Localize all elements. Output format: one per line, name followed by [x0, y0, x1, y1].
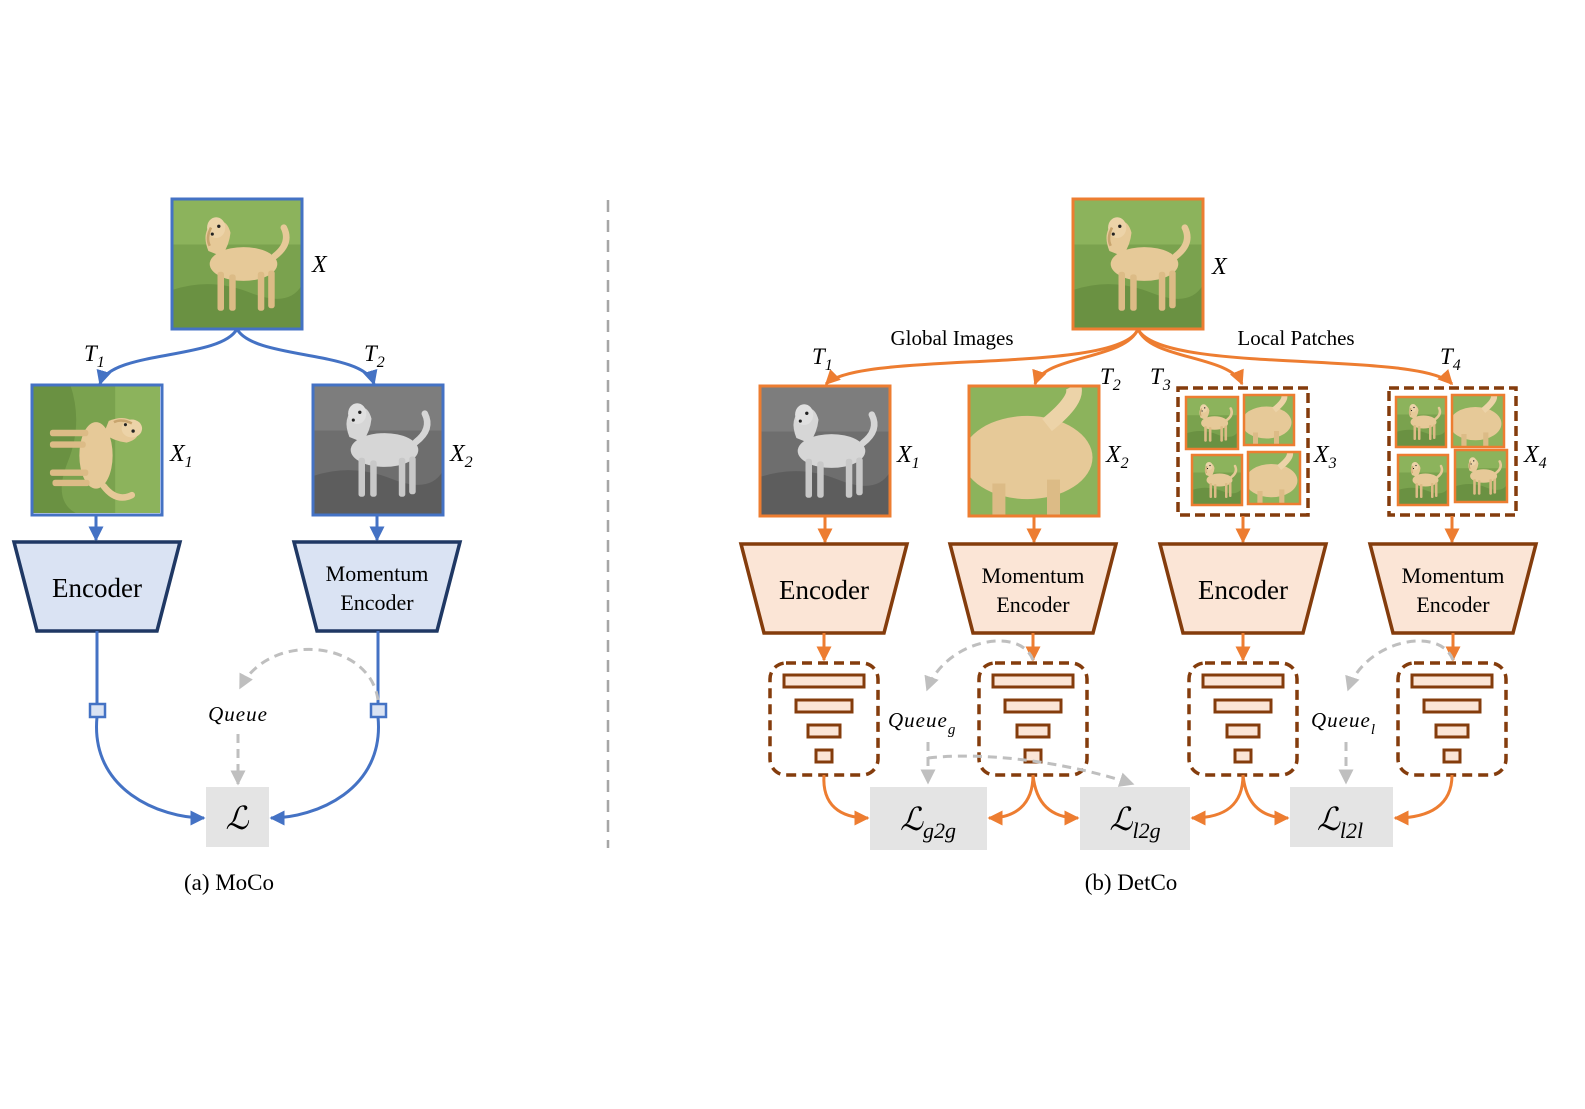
- detco-loss-l2g-symbol: ℒl2g: [1109, 801, 1160, 843]
- moco-key-feature: [369, 702, 388, 719]
- detco-encoder-1-shape: [738, 542, 910, 635]
- detco-encoder-4-label-1: Momentum: [1402, 563, 1505, 588]
- detco-local-patches-label: Local Patches: [1237, 326, 1354, 350]
- detco-global-images-label: Global Images: [890, 326, 1013, 350]
- moco-input-image: [170, 197, 304, 331]
- detco-p2-to-g2g-arrow: [987, 774, 1035, 826]
- moco-caption: (a) MoCo: [184, 870, 274, 895]
- detco-encoder-3-shape: [1157, 542, 1329, 635]
- detco-view-x3-label: X3: [1313, 442, 1337, 472]
- detco-caption: (b) DetCo: [1085, 870, 1178, 895]
- detco-queue-g-to-l2g-arrow: [927, 754, 1135, 787]
- moco-momentum-encoder-label-1: Momentum: [326, 561, 429, 586]
- detco-loss-l2l-symbol: ℒl2l: [1317, 801, 1363, 843]
- detco-encoder-3-label: Encoder: [1198, 575, 1288, 605]
- moco-queue-arrow: [238, 647, 380, 701]
- moco-view-x1-label: X1: [169, 441, 193, 471]
- moco-momentum-encoder-label-2: Encoder: [340, 590, 414, 615]
- svg-text:T1: T1: [84, 341, 105, 371]
- detco-panel: X Global Images Local Patches T1 T2 T3 T…: [738, 197, 1547, 895]
- detco-view-x3-patches: [1176, 386, 1310, 517]
- detco-loss-l2g-box: [1080, 787, 1190, 850]
- detco-input-label: X: [1211, 254, 1228, 280]
- detco-t1-label: T1: [812, 344, 833, 374]
- detco-p3-to-l2g-arrow: [1190, 774, 1245, 826]
- detco-loss-l2l-box: [1290, 787, 1393, 847]
- detco-feature-pyramid-1: [768, 661, 880, 777]
- detco-view-x4-label: X4: [1523, 442, 1547, 472]
- detco-input-image: [1071, 197, 1205, 331]
- detco-encoder-4-shape: [1367, 542, 1539, 635]
- detco-view-x2-label: X2: [1105, 442, 1129, 472]
- detco-view-x1-image: [758, 384, 892, 518]
- moco-queue-label: Queue: [208, 702, 268, 726]
- detco-t4-label: T4: [1440, 344, 1461, 374]
- moco-encoder-shape: [11, 540, 183, 633]
- moco-loss-symbol: ℒ: [225, 800, 249, 836]
- detco-branch-arrow-2: [1032, 328, 1140, 386]
- detco-feature-pyramid-3: [1187, 661, 1299, 777]
- detco-view-x4-patches: [1387, 386, 1518, 517]
- detco-feature-pyramid-4: [1396, 661, 1508, 777]
- moco-encoder-label: Encoder: [52, 573, 142, 603]
- detco-t3-label: T3: [1150, 364, 1171, 394]
- detco-view-x2-image: [967, 384, 1101, 518]
- moco-branch-arrow-right: [235, 328, 378, 386]
- detco-encoder-2-shape: [947, 542, 1119, 635]
- detco-feature-pyramid-2: [977, 661, 1089, 777]
- detco-t2-label: T2: [1100, 364, 1121, 394]
- detco-p1-to-g2g-arrow: [822, 774, 870, 826]
- detco-encoder-2-label-2: Encoder: [996, 592, 1070, 617]
- moco-momentum-encoder-shape: [291, 540, 463, 633]
- detco-p3-to-l2l-arrow: [1241, 774, 1290, 826]
- detco-encoder-1-label: Encoder: [779, 575, 869, 605]
- detco-p2-to-l2g-arrow: [1031, 774, 1080, 826]
- moco-view-x2-label: X2: [449, 441, 473, 471]
- moco-loss-box: [206, 787, 269, 847]
- moco-query-feature: [88, 702, 107, 719]
- detco-view-x1-label: X1: [896, 442, 920, 472]
- detco-encoder-4-label-2: Encoder: [1416, 592, 1490, 617]
- moco-view-x1-image: [30, 383, 164, 517]
- moco-panel: X T1 T2 X1 X2 Encoder Momentum: [11, 197, 473, 895]
- svg-text:T2: T2: [364, 341, 385, 371]
- detco-encoder-2-label-1: Momentum: [982, 563, 1085, 588]
- moco-key-to-loss-arrow: [269, 716, 380, 826]
- detco-queue-l-label: Queuel: [1311, 708, 1376, 738]
- moco-t1-label: T1: [84, 341, 105, 371]
- detco-queue-g-label: Queueg: [888, 708, 956, 738]
- moco-query-to-loss-arrow: [95, 716, 206, 826]
- moco-t2-label: T2: [364, 341, 385, 371]
- detco-branch-arrow-4: [1136, 328, 1454, 386]
- moco-view-x2-image: [311, 383, 445, 517]
- detco-p4-to-l2l-arrow: [1393, 774, 1454, 826]
- detco-loss-g2g-box: [870, 787, 987, 850]
- moco-branch-arrow-left: [96, 328, 239, 386]
- moco-input-label: X: [311, 252, 328, 278]
- detco-branch-arrow-1: [824, 328, 1140, 386]
- detco-loss-g2g-symbol: ℒg2g: [900, 801, 956, 843]
